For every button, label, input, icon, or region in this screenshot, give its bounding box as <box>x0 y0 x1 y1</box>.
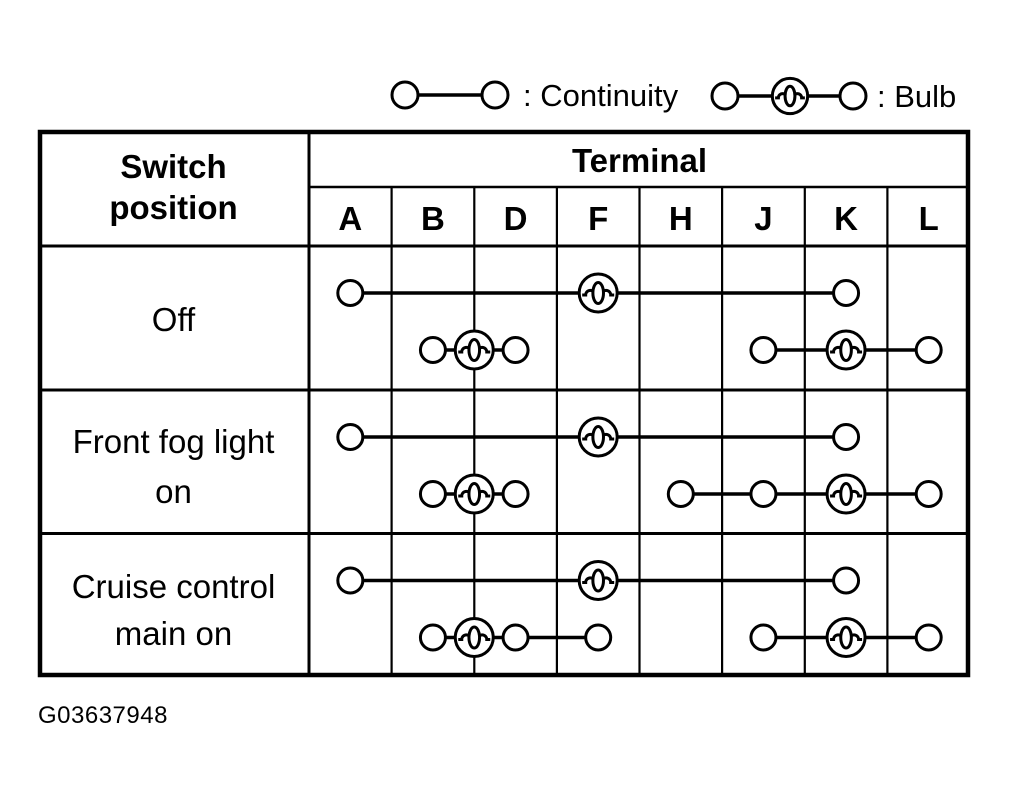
terminal-circle <box>832 423 861 451</box>
bulb-icon <box>577 560 619 601</box>
terminal-circle <box>418 336 447 364</box>
row-label-cruise-line1: Cruise control <box>72 568 276 605</box>
bulb-icon <box>825 473 867 515</box>
terminal-col-f: F <box>588 200 608 237</box>
table-outer-border <box>37 129 971 678</box>
terminal-circle <box>390 80 420 110</box>
terminal-circle <box>749 623 778 652</box>
terminal-circle <box>584 623 613 652</box>
terminal-circle <box>501 623 530 652</box>
terminal-circle <box>914 480 943 508</box>
terminal-col-h: H <box>669 200 693 237</box>
terminal-col-b: B <box>421 200 445 237</box>
legend: : Continuity : Bulb <box>390 76 956 116</box>
terminal-circle <box>832 279 861 307</box>
terminal-circle <box>480 80 510 110</box>
terminal-col-l: L <box>919 200 939 237</box>
row-label-fog-line1: Front fog light <box>73 423 275 460</box>
bulb-icon <box>825 329 867 371</box>
terminal-circle <box>749 480 778 508</box>
row-label-off: Off <box>152 301 196 338</box>
row-label-cruise-line2: main on <box>115 615 232 652</box>
terminal-col-j: J <box>754 200 772 237</box>
terminal-circle <box>832 566 861 595</box>
terminal-circle <box>336 423 365 451</box>
terminal-circle <box>336 566 365 595</box>
row-label-fog-line2: on <box>155 473 192 510</box>
legend-symbols <box>390 76 868 116</box>
terminal-circle <box>336 279 365 307</box>
bulb-icon <box>453 329 495 371</box>
bulb-icon <box>453 617 495 658</box>
bulb-icon <box>825 617 867 658</box>
table-headers: Switch position Terminal A B D F H J K L <box>109 142 938 237</box>
terminal-col-a: A <box>338 200 362 237</box>
corner-header-line2: position <box>109 189 237 226</box>
terminal-header: Terminal <box>572 142 707 179</box>
bulb-icon <box>770 76 810 116</box>
terminal-circle <box>501 480 530 508</box>
terminal-circle <box>914 336 943 364</box>
legend-bulb-label: : Bulb <box>877 79 956 114</box>
figure-id: G03637948 <box>38 702 168 729</box>
terminal-col-k: K <box>834 200 858 237</box>
terminal-circle <box>710 81 740 111</box>
terminal-circle <box>418 623 447 652</box>
terminal-circle <box>418 480 447 508</box>
bulb-icon <box>577 416 619 458</box>
legend-continuity-label: : Continuity <box>523 78 679 113</box>
terminal-circle <box>914 623 943 652</box>
bulb-icon <box>577 272 619 314</box>
terminal-circle <box>501 336 530 364</box>
bulb-icon <box>453 473 495 515</box>
terminal-circle <box>838 81 868 111</box>
continuity-symbols-layer <box>336 272 943 658</box>
terminal-circle <box>666 480 695 508</box>
terminal-circle <box>749 336 778 364</box>
terminal-col-d: D <box>504 200 528 237</box>
table-grid <box>37 129 971 678</box>
corner-header-line1: Switch <box>120 148 226 185</box>
row-labels: Off Front fog light on Cruise control ma… <box>72 301 276 652</box>
